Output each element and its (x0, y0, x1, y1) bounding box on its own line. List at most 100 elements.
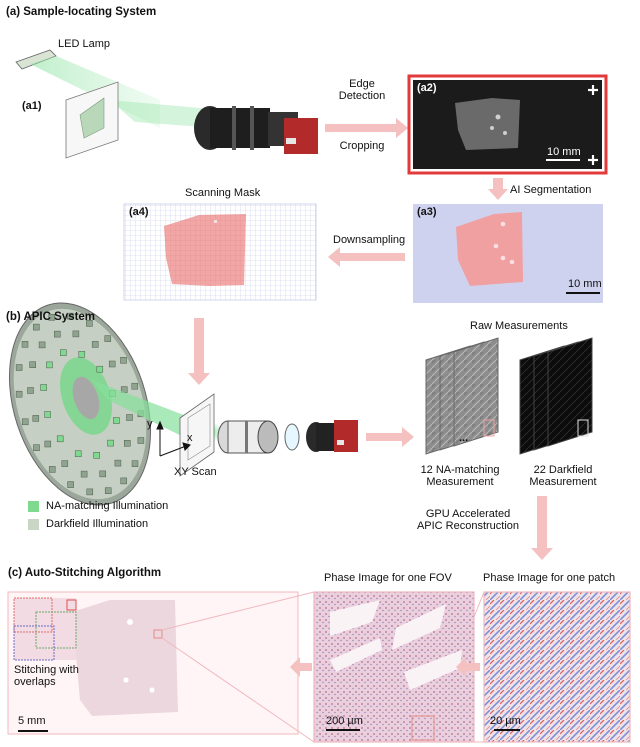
led-element (108, 360, 116, 368)
led-element (66, 312, 74, 320)
led-element (126, 414, 133, 421)
led-element (46, 361, 53, 369)
led-element (48, 314, 56, 321)
led-element (44, 440, 52, 448)
sample-slide-icon (179, 393, 215, 477)
led-element (80, 470, 88, 478)
gpu-reconstruction-label: GPU Accelerated APIC Reconstruction (416, 508, 520, 532)
led-element (86, 488, 94, 496)
na-matching-measurement-label: 12 NA-matching Measurement (420, 464, 500, 488)
led-element (137, 437, 145, 444)
section-title-b: (b) APIC System (6, 311, 96, 323)
led-element (114, 459, 122, 467)
ai-segmentation-label: AI Segmentation (510, 184, 592, 196)
axis-y-label: y (147, 418, 153, 430)
panel-label-a1: (a1) (22, 100, 42, 112)
legend-na-label: NA-matching Illumination (46, 500, 169, 512)
led-element (72, 330, 80, 338)
led-grid (15, 312, 145, 496)
xy-scan-label: XY Scan (174, 466, 217, 478)
led-element (124, 440, 131, 447)
led-element (93, 452, 100, 459)
glass-slide-icon (65, 81, 119, 159)
edge-detection-image (407, 74, 608, 175)
a3-scale-label: 10 mm (568, 278, 602, 290)
led-element (56, 435, 64, 443)
flow-arrow (328, 247, 405, 267)
flow-arrow (456, 657, 480, 677)
scale-5mm-label: 5 mm (18, 715, 46, 727)
led-element (60, 349, 67, 356)
flow-arrow (488, 178, 508, 200)
led-element (33, 323, 40, 331)
stitching-label: Stitching with overlaps (14, 664, 79, 688)
led-element (40, 384, 47, 391)
axis-x-label: x (187, 432, 193, 444)
raw-measurements-label: Raw Measurements (470, 320, 568, 332)
flow-arrow (366, 427, 414, 447)
scanning-mask-image (123, 203, 317, 301)
segmentation-image (413, 204, 603, 303)
led-element (131, 460, 139, 467)
na-matching-stack (425, 337, 499, 455)
legend-swatch-na (28, 501, 39, 512)
flow-arrow (290, 657, 312, 677)
stitched-full-image (7, 591, 299, 735)
led-element (104, 335, 112, 342)
led-element (21, 418, 29, 426)
led-element (86, 320, 93, 327)
led-element (38, 341, 46, 349)
panel-label-a2: (a2) (417, 82, 437, 94)
led-element (48, 466, 56, 473)
led-element (44, 411, 51, 418)
camera-icon (194, 106, 318, 154)
flow-arrow (531, 496, 553, 560)
cropping-label: Cropping (339, 140, 385, 152)
phase-patch-label: Phase Image for one patch (483, 572, 616, 584)
legend-df-label: Darkfield Illumination (46, 518, 149, 530)
led-element (67, 481, 74, 488)
fov-phase-image (313, 591, 475, 743)
edge-detection-label: Edge Detection (338, 78, 386, 102)
patch-phase-image (483, 591, 631, 743)
led-element (131, 382, 139, 390)
led-element (104, 487, 112, 494)
objective-lens-icon (217, 420, 279, 454)
scale-200um-label: 200 µm (326, 715, 363, 727)
na-ellipsis: ... (459, 432, 469, 444)
led-element (33, 444, 40, 451)
led-element (120, 357, 127, 364)
section-title-c: (c) Auto-Stitching Algorithm (8, 567, 162, 579)
phase-fov-label: Phase Image for one FOV (324, 572, 452, 584)
darkfield-measurement-label: 22 Darkfield Measurement (529, 464, 597, 488)
led-element (54, 330, 61, 338)
led-lamp-label: LED Lamp (58, 38, 110, 50)
camera-icon (306, 420, 358, 452)
scale-20um-label: 20 µm (490, 715, 521, 727)
darkfield-stack (519, 337, 593, 455)
led-element (74, 450, 82, 457)
led-element (113, 417, 120, 424)
panel-label-a4: (a4) (129, 206, 149, 218)
led-element (96, 365, 104, 373)
scanning-mask-label: Scanning Mask (185, 187, 261, 199)
led-element (29, 361, 36, 368)
downsampling-label: Downsampling (333, 234, 406, 246)
led-element (21, 341, 29, 348)
led-element (99, 470, 106, 478)
flow-arrow (325, 118, 408, 138)
a2-scale-label: 10 mm (547, 146, 581, 158)
led-element (27, 387, 34, 394)
legend-swatch-df (28, 519, 39, 530)
led-element (78, 351, 86, 358)
tube-lens-icon (284, 423, 300, 451)
led-element (61, 460, 69, 467)
panel-label-a3: (a3) (417, 206, 437, 218)
led-element (91, 341, 99, 348)
led-element (15, 390, 23, 398)
led-element (15, 364, 23, 371)
led-element (120, 477, 127, 485)
flow-arrow (188, 318, 210, 385)
xy-axes-icon (156, 420, 191, 457)
